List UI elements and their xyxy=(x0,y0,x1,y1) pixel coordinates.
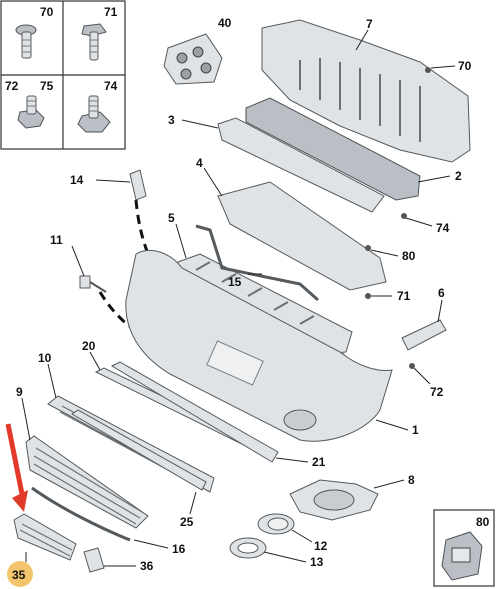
callout-13: 13 xyxy=(310,555,324,569)
screw-71-mid: 71 xyxy=(365,289,411,303)
callout-80: 80 xyxy=(402,249,416,263)
callout-36: 36 xyxy=(140,559,154,573)
callout-11: 11 xyxy=(50,233,63,247)
bolt-72-75-icon xyxy=(17,95,45,129)
lower-trim-21: 21 xyxy=(110,361,326,469)
highlight-arrow-head xyxy=(12,490,28,512)
fog-bezel-8: 8 xyxy=(289,473,415,521)
highlight-arrow-shaft xyxy=(5,423,25,495)
callout-72: 72 xyxy=(430,385,444,399)
callout-74-box: 74 xyxy=(104,79,118,93)
callout-15: 15 xyxy=(228,275,242,289)
bracket-6: 6 72 xyxy=(401,286,447,399)
clip-36: 36 xyxy=(83,547,154,573)
absorber-3: 3 xyxy=(168,113,385,213)
screw-71-icon xyxy=(81,23,107,61)
callout-72-box: 72 xyxy=(5,79,19,93)
chrome-strip-16: 16 xyxy=(31,486,186,556)
callout-6: 6 xyxy=(438,286,445,300)
callout-4: 4 xyxy=(196,156,203,170)
callout-80-box: 80 xyxy=(476,515,490,529)
upper-grille-frame-7: 7 70 xyxy=(261,17,472,163)
grille-9: 9 xyxy=(16,385,149,529)
callout-1: 1 xyxy=(412,423,419,437)
callout-21: 21 xyxy=(312,455,326,469)
bumper-beam-2: 2 74 xyxy=(245,97,462,235)
nut-80-box: 80 xyxy=(433,509,495,587)
callout-8: 8 xyxy=(408,473,415,487)
callout-12: 12 xyxy=(314,539,328,553)
callout-75-box: 75 xyxy=(40,79,54,93)
callout-5: 5 xyxy=(168,211,175,225)
callout-74-right: 74 xyxy=(436,221,450,235)
harness-15: 15 xyxy=(195,224,319,302)
callout-70-box: 70 xyxy=(40,5,54,19)
fog-ring-13: 13 xyxy=(229,537,324,569)
callout-7: 7 xyxy=(366,17,373,31)
small-grille-35: 35 xyxy=(5,423,77,587)
callout-35: 35 xyxy=(12,568,26,582)
fastener-grid: 70 71 72 75 74 xyxy=(0,0,126,150)
highlight-badge xyxy=(7,561,33,587)
callout-9: 9 xyxy=(16,385,23,399)
bumper-cover-1: 1 xyxy=(125,250,419,442)
bracket-14: 14 xyxy=(70,169,150,255)
callout-14: 14 xyxy=(70,173,84,187)
lower-deflector-4: 4 80 xyxy=(196,156,416,291)
callout-2: 2 xyxy=(455,169,462,183)
callout-10: 10 xyxy=(38,351,52,365)
bolt-74-icon xyxy=(77,95,111,133)
fixing-kit-40: 40 xyxy=(163,16,232,85)
callout-20: 20 xyxy=(82,339,96,353)
bolt-70-icon xyxy=(15,24,37,59)
callout-16: 16 xyxy=(172,542,186,556)
callout-3: 3 xyxy=(168,113,175,127)
callout-70: 70 xyxy=(458,59,472,73)
callout-25: 25 xyxy=(180,515,194,529)
callout-40: 40 xyxy=(218,16,232,30)
strip-25: 25 xyxy=(71,409,207,529)
callout-71: 71 xyxy=(397,289,411,303)
fog-lamp-12: 12 xyxy=(257,513,328,553)
callout-71-box: 71 xyxy=(104,5,118,19)
